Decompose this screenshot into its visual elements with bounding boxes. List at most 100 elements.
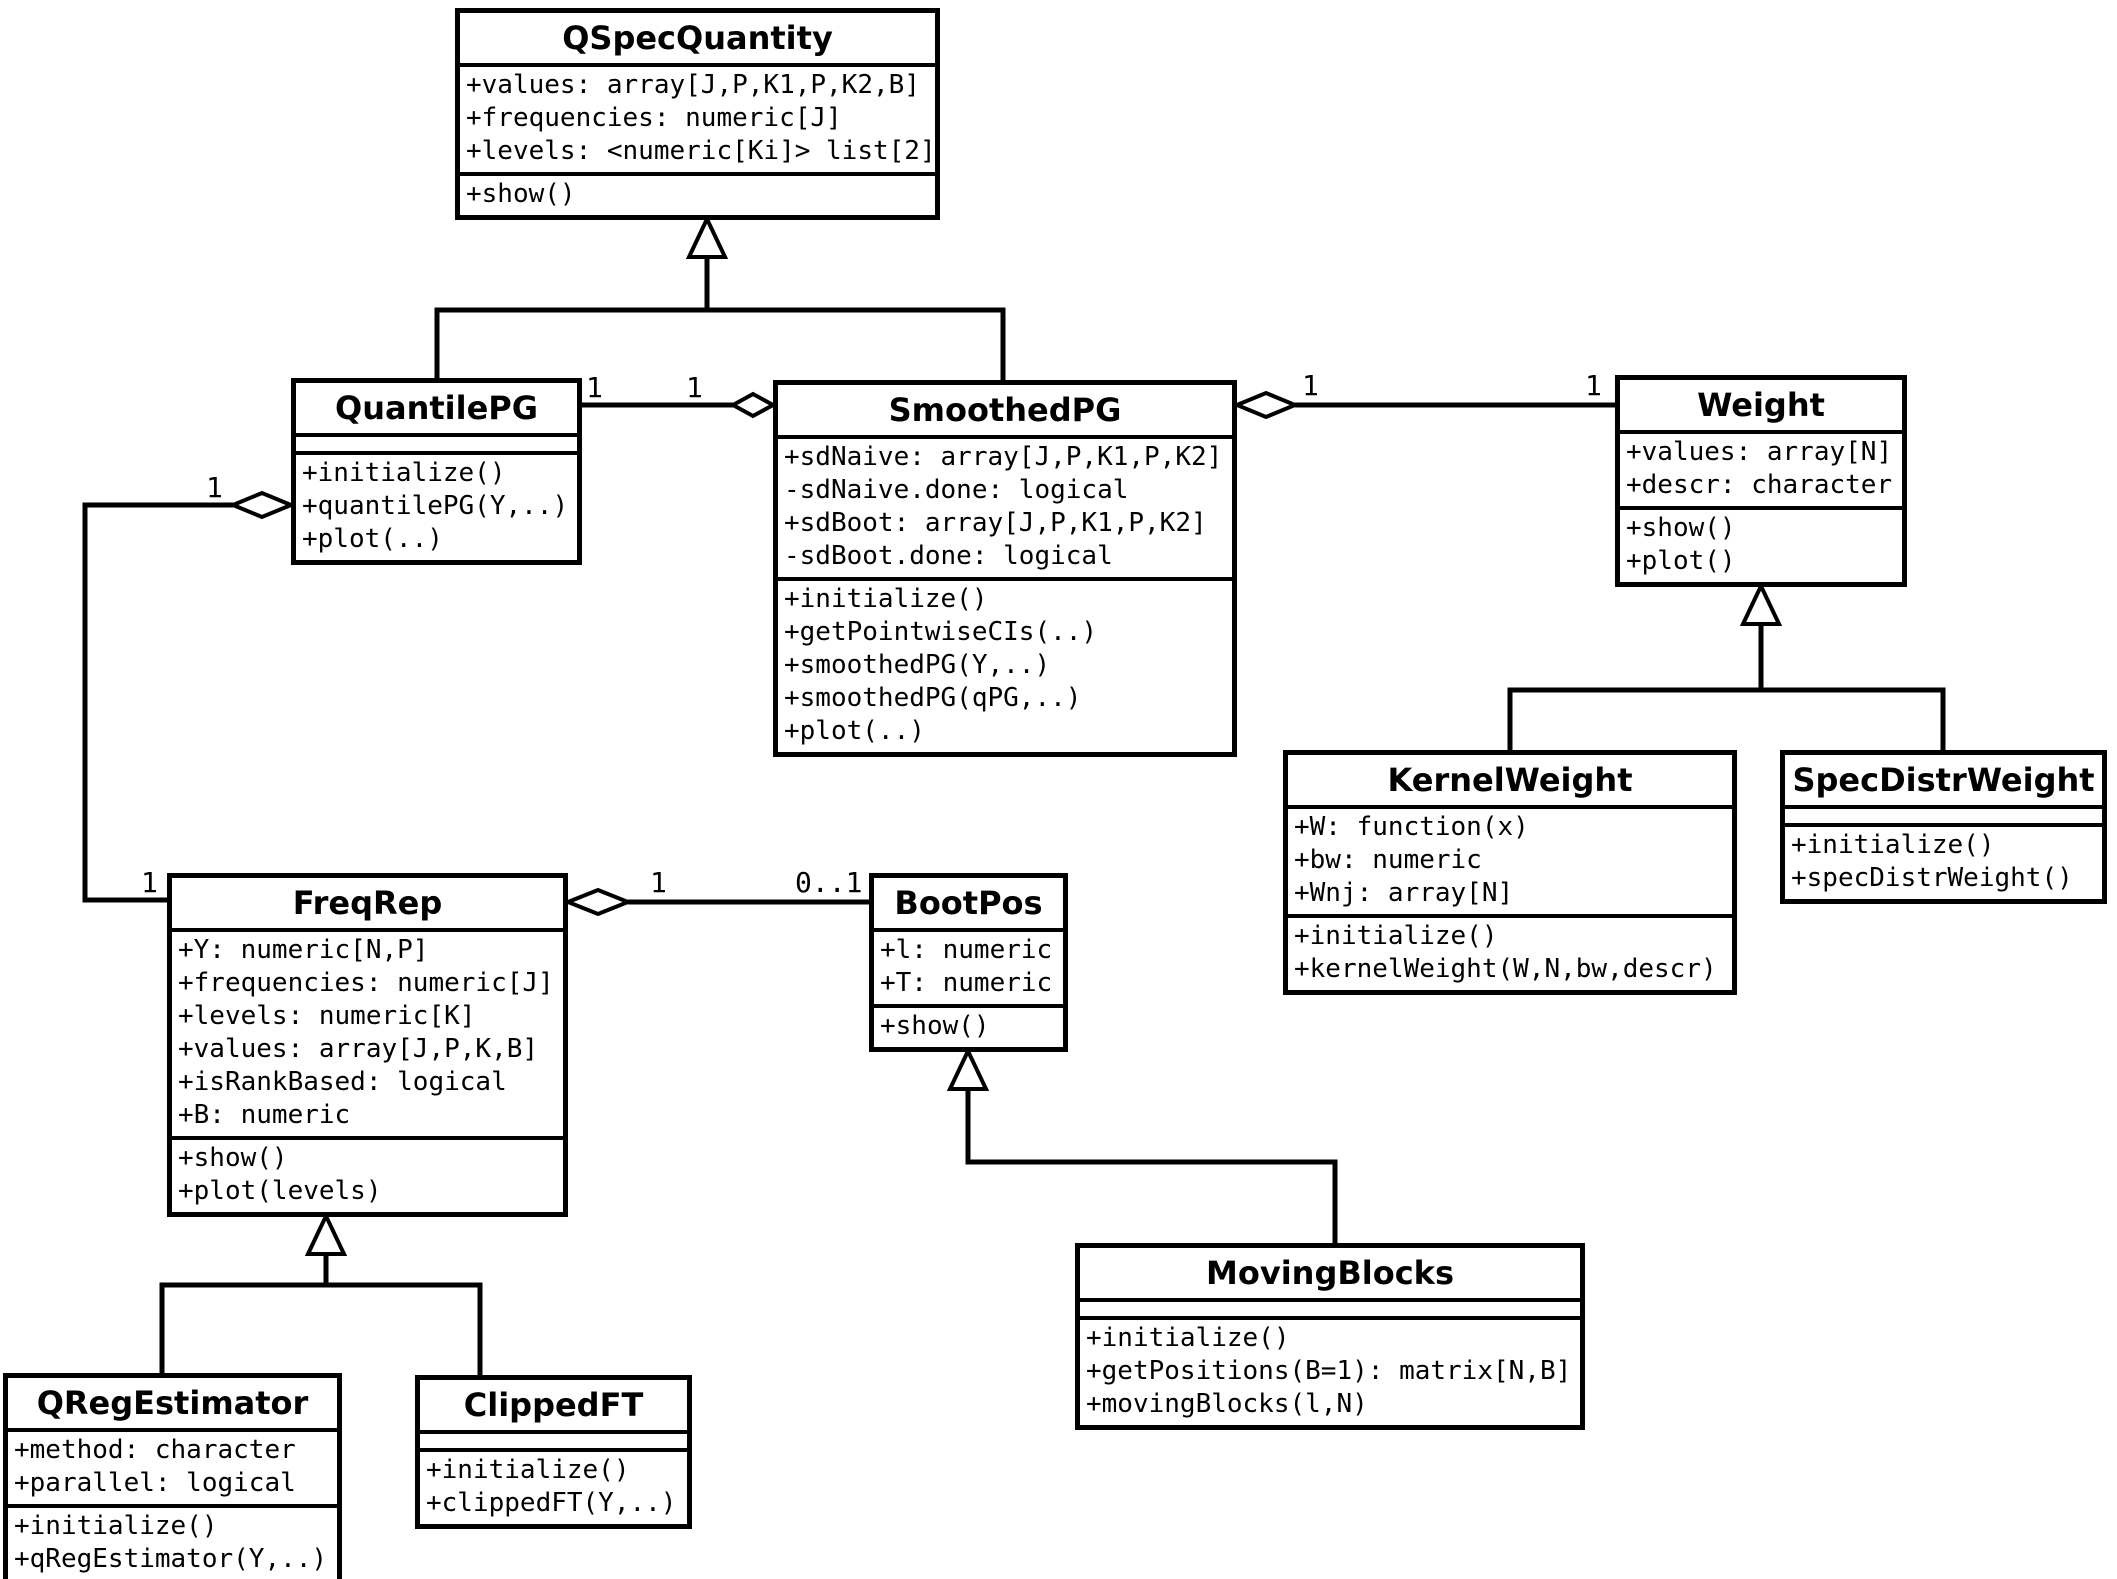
generalization-branch-freqrep [159,1282,483,1375]
class-box-qspecquantity: QSpecQuantity +values: array[J,P,K1,P,K2… [455,8,940,220]
class-box-smoothedpg: SmoothedPG +sdNaive: array[J,P,K1,P,K2]-… [773,380,1237,757]
inheritance-triangle-freqrep [304,1211,348,1256]
class-member: -sdBoot.done: logical [784,541,1113,571]
class-member: +clippedFT(Y,..) [426,1488,677,1518]
inheritance-triangle-bootpos [946,1046,990,1091]
attributes-section: +sdNaive: array[J,P,K1,P,K2]-sdNaive.don… [778,435,1232,577]
methods-section: +show() [874,1004,1063,1047]
class-member: +initialize() [14,1511,218,1541]
class-name: SmoothedPG [888,391,1122,429]
attributes-section [296,433,577,451]
class-member: +movingBlocks(l,N) [1086,1389,1368,1419]
generalization-branch-qspecquantity [434,307,1006,380]
class-member: +isRankBased: logical [178,1067,507,1097]
aggregation-diamond-quantilepg-left [227,490,297,520]
class-name: BootPos [894,884,1043,922]
attributes-section: +W: function(x)+bw: numeric+Wnj: array[N… [1288,805,1732,914]
methods-section: +initialize()+getPointwiseCIs(..)+smooth… [778,577,1232,752]
aggregation-diamond-smoothedpg-right [1231,390,1301,420]
class-member: +initialize() [302,458,506,488]
class-member: +T: numeric [880,968,1053,998]
methods-section: +initialize()+specDistrWeight() [1785,823,2102,899]
aggregation-line-quantilepg-freqrep [82,502,233,903]
class-member: +initialize() [1294,921,1498,951]
methods-section: +initialize()+getPositions(B=1): matrix[… [1080,1316,1580,1425]
class-box-quantilepg: QuantilePG +initialize()+quantilePG(Y,..… [291,378,582,565]
multiplicity-label: 1 [586,371,603,404]
class-member: +getPositions(B=1): matrix[N,B] [1086,1356,1572,1386]
methods-section: +show() [460,172,935,215]
class-member: +Y: numeric[N,P] [178,935,429,965]
class-box-movingblocks: MovingBlocks +initialize()+getPositions(… [1075,1243,1585,1430]
methods-section: +show()+plot(levels) [172,1136,563,1212]
class-member: +levels: <numeric[Ki]> list[2] [466,136,936,166]
class-member: +show() [1626,513,1736,543]
class-member: +Wnj: array[N] [1294,878,1514,908]
multiplicity-label: 0..1 [795,866,863,899]
class-box-qregestimator: QRegEstimator +method: character+paralle… [3,1373,342,1579]
class-member: +qRegEstimator(Y,..) [14,1544,328,1574]
aggregation-diamond-smoothedpg-left [728,391,778,419]
class-member: +plot(..) [784,716,925,746]
attributes-section [1080,1298,1580,1316]
methods-section: +initialize()+clippedFT(Y,..) [420,1448,687,1524]
attributes-section: +values: array[N]+descr: character [1620,430,1902,506]
class-box-kernelweight: KernelWeight +W: function(x)+bw: numeric… [1283,750,1737,995]
generalization-branch-weight [1507,687,1946,750]
class-member: +specDistrWeight() [1791,863,2073,893]
class-member: +values: array[J,P,K1,P,K2,B] [466,70,920,100]
class-member: +initialize() [1791,830,1995,860]
class-box-weight: Weight +values: array[N]+descr: characte… [1615,375,1907,587]
generalization-path-movingblocks-bootpos [965,1089,1338,1243]
class-name: QSpecQuantity [562,19,833,57]
class-member: +method: character [14,1435,296,1465]
class-member: +sdNaive: array[J,P,K1,P,K2] [784,442,1223,472]
multiplicity-label: 1 [141,866,158,899]
class-member: -sdNaive.done: logical [784,475,1129,505]
class-member: +show() [880,1011,990,1041]
class-member: +descr: character [1626,470,1893,500]
class-member: +smoothedPG(Y,..) [784,650,1051,680]
attributes-section: +values: array[J,P,K1,P,K2,B]+frequencie… [460,63,936,172]
attributes-section: +Y: numeric[N,P]+frequencies: numeric[J]… [172,928,563,1136]
class-member: +kernelWeight(W,N,bw,descr) [1294,954,1717,984]
class-name: KernelWeight [1387,761,1633,799]
class-box-freqrep: FreqRep +Y: numeric[N,P]+frequencies: nu… [167,873,568,1217]
multiplicity-label: 1 [1302,369,1319,402]
class-member: +show() [466,179,576,209]
multiplicity-label: 1 [206,471,223,504]
methods-section: +initialize()+quantilePG(Y,..)+plot(..) [296,451,577,560]
class-member: +values: array[J,P,K,B] [178,1034,539,1064]
class-name: MovingBlocks [1206,1254,1454,1292]
class-member: +plot(levels) [178,1176,382,1206]
class-member: +values: array[N] [1626,437,1893,467]
multiplicity-label: 1 [650,866,667,899]
attributes-section: +l: numeric+T: numeric [874,928,1063,1004]
class-member: +smoothedPG(qPG,..) [784,683,1082,713]
class-member: +l: numeric [880,935,1053,965]
attributes-section [1785,805,2102,823]
multiplicity-label: 1 [686,371,703,404]
class-name: ClippedFT [463,1386,644,1424]
class-member: +plot() [1626,546,1736,576]
class-member: +quantilePG(Y,..) [302,491,569,521]
inheritance-triangle-qspecquantity [685,214,729,259]
class-member: +initialize() [1086,1323,1290,1353]
aggregation-diamond-freqrep-right [562,887,634,917]
class-name: Weight [1697,386,1825,424]
class-member: +bw: numeric [1294,845,1482,875]
class-member: +frequencies: numeric[J] [466,103,842,133]
class-member: +W: function(x) [1294,812,1529,842]
methods-section: +show()+plot() [1620,506,1902,582]
attributes-section [420,1430,687,1448]
class-name: SpecDistrWeight [1792,761,2095,799]
methods-section: +initialize()+kernelWeight(W,N,bw,descr) [1288,914,1732,990]
class-member: +B: numeric [178,1100,351,1130]
class-member: +frequencies: numeric[J] [178,968,554,998]
class-member: +show() [178,1143,288,1173]
attributes-section: +method: character+parallel: logical [8,1428,337,1504]
inheritance-triangle-weight [1739,581,1783,626]
class-member: +levels: numeric[K] [178,1001,476,1031]
class-box-clippedft: ClippedFT +initialize()+clippedFT(Y,..) [415,1375,692,1529]
